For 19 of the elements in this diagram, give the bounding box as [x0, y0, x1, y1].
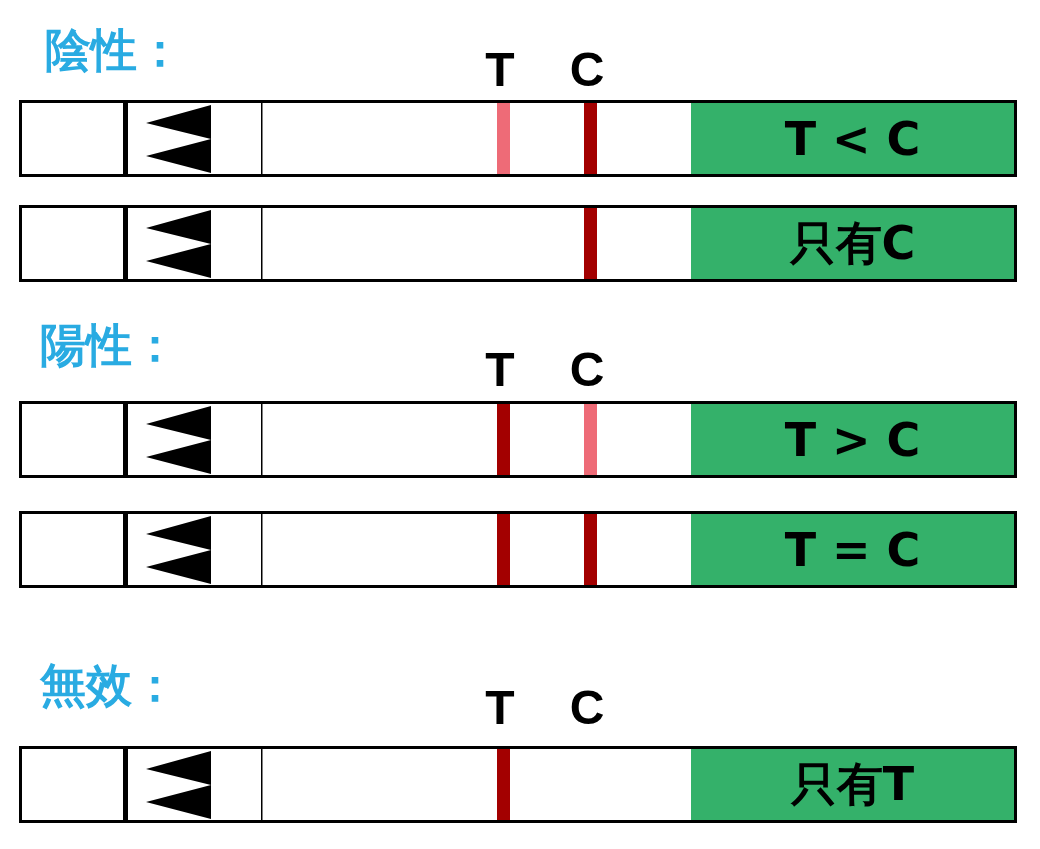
test-strip	[19, 100, 1017, 177]
result-text: 只有C	[789, 214, 916, 272]
line-marker-label: T	[485, 342, 515, 397]
result-text: T > C	[784, 412, 921, 467]
line-marker-label: C	[569, 680, 605, 735]
test-strip	[19, 205, 1017, 282]
test-strip	[19, 746, 1017, 823]
line-marker-label: T	[485, 680, 515, 735]
test-strip	[19, 401, 1017, 478]
result-text: T < C	[784, 111, 921, 166]
section-heading: 無效：	[40, 657, 178, 714]
section-heading: 陽性：	[40, 317, 178, 374]
result-text: T = C	[784, 522, 921, 577]
line-marker-label: C	[569, 42, 605, 97]
result-text: 只有T	[790, 755, 915, 813]
section-heading: 陰性：	[45, 22, 183, 79]
line-marker-label: C	[569, 342, 605, 397]
line-marker-label: T	[485, 42, 515, 97]
test-strip	[19, 511, 1017, 588]
